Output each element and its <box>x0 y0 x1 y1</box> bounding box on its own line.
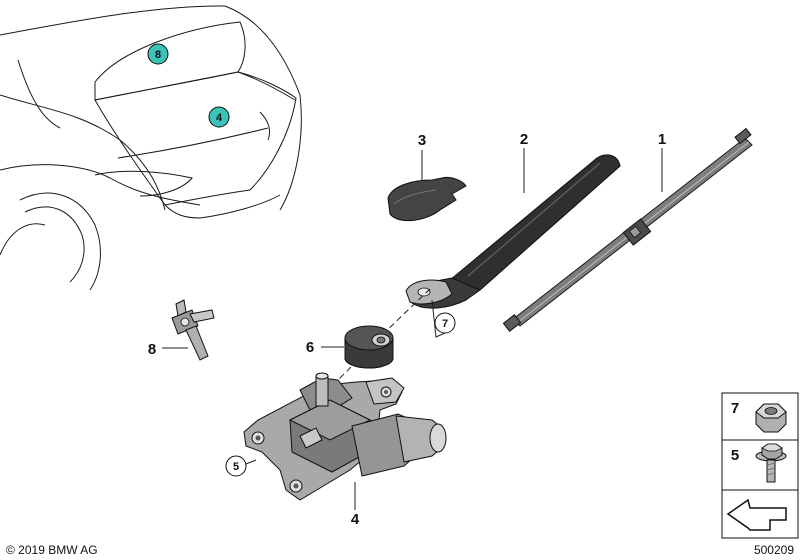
copyright-text: © 2019 BMW AG <box>6 543 98 557</box>
leader-line <box>431 299 446 338</box>
label-wiper-motor: 4 <box>351 511 360 528</box>
marker-circle <box>208 106 230 128</box>
label-nut-callout: 7 <box>442 318 448 330</box>
legend-label: 7 <box>731 400 739 417</box>
wiper-arm[interactable] <box>405 154 621 309</box>
back-arrow-icon[interactable] <box>726 498 787 531</box>
car-marker-nozzle[interactable]: 8 <box>147 43 169 65</box>
label-bolt-callout: 5 <box>233 461 239 473</box>
label-grommet: 6 <box>306 339 314 356</box>
hex-bolt-icon <box>755 443 787 483</box>
assembly-axis <box>382 288 431 335</box>
marker-circle <box>147 43 169 65</box>
label-wiper-blade: 1 <box>658 131 666 148</box>
legend-label: 5 <box>731 447 739 464</box>
marker-label: 4 <box>216 112 223 124</box>
marker-label: 8 <box>155 49 161 61</box>
car-rear-outline <box>0 5 302 291</box>
wiper-blade[interactable] <box>502 127 753 332</box>
hex-nut-icon <box>755 403 787 433</box>
label-washer-nozzle: 8 <box>148 341 156 358</box>
wiper-motor[interactable] <box>243 372 447 501</box>
label-wiper-arm: 2 <box>520 131 528 148</box>
legend-item-nut[interactable]: 7 <box>731 400 787 433</box>
grommet[interactable] <box>344 325 394 369</box>
legend-item-bolt[interactable]: 5 <box>731 443 787 483</box>
leader-line <box>245 459 257 465</box>
car-marker-motor[interactable]: 4 <box>208 106 230 128</box>
diagram-number: 500209 <box>754 543 794 557</box>
arm-cover-cap[interactable] <box>387 177 467 222</box>
washer-nozzle[interactable] <box>171 299 215 361</box>
callout-circle-bolt <box>225 455 247 477</box>
label-arm-cover-cap: 3 <box>418 132 426 149</box>
